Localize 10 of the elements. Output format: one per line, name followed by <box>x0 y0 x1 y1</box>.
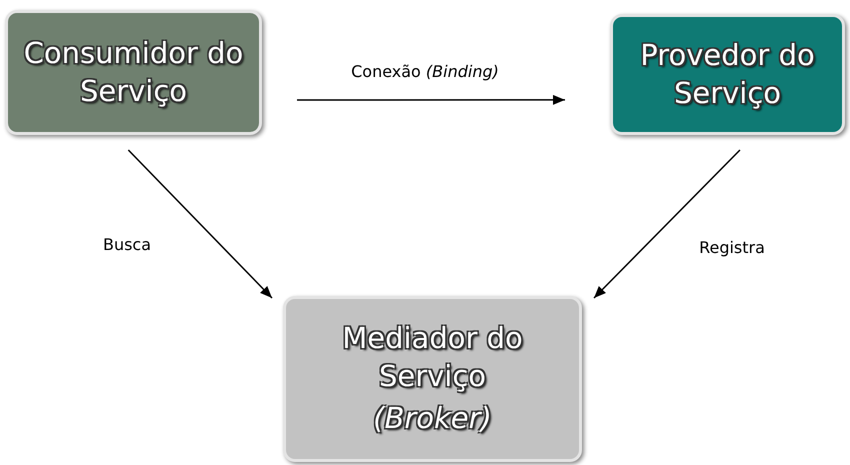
service-box <box>5 10 262 135</box>
service-box <box>283 296 582 462</box>
service-box <box>610 14 845 135</box>
box-label: Provedor do Serviço <box>639 36 816 112</box>
box-label: Consumidor do Serviço <box>22 34 244 110</box>
box-label: (Broker) <box>372 400 493 437</box>
box-label: Mediador do Serviço <box>341 320 524 396</box>
arrow <box>593 149 740 299</box>
arrow <box>128 149 273 299</box>
arrow <box>297 94 565 105</box>
